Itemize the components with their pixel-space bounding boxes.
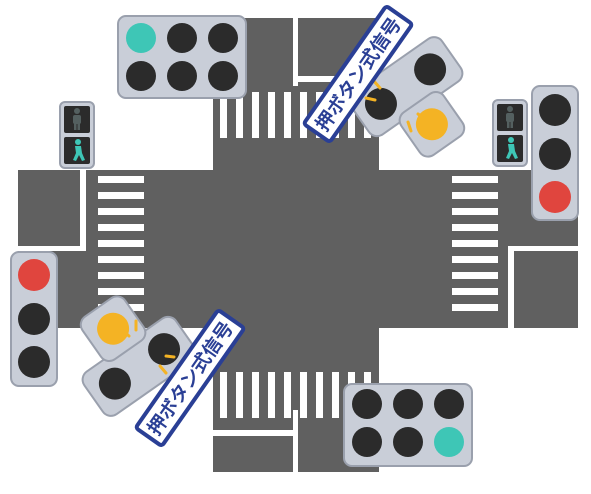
standing-person-icon	[73, 108, 81, 130]
red-lamp	[539, 181, 571, 213]
crosswalk-west	[98, 176, 144, 311]
center-line-west	[18, 246, 86, 251]
sign-board	[134, 309, 246, 447]
lamp-off	[393, 389, 423, 419]
pedestrian-signal-west	[59, 101, 95, 169]
traffic-signal-south	[343, 383, 473, 467]
stop-line-east	[508, 246, 514, 328]
green-lamp	[126, 23, 156, 53]
lamp-off	[98, 367, 131, 400]
lamp-off	[208, 23, 238, 53]
lamp-off	[539, 94, 571, 126]
pedestrian-signal-east	[492, 99, 528, 167]
lamp-off	[539, 138, 571, 170]
red-lamp	[18, 259, 50, 291]
lamp-off	[364, 87, 397, 120]
lamp-off	[167, 61, 197, 91]
lamp-off	[352, 427, 382, 457]
lamp-off	[352, 389, 382, 419]
center-line-south	[293, 410, 298, 472]
traffic-signal-southwest-flashing	[79, 295, 198, 417]
yellow-lamp	[97, 312, 130, 345]
sign-board	[302, 5, 414, 143]
walking-person-icon	[506, 137, 518, 159]
traffic-signal-east	[531, 85, 579, 221]
traffic-signal-west	[10, 251, 58, 387]
lamp-off	[393, 427, 423, 457]
stop-line-south	[213, 430, 295, 436]
walking-person-icon	[73, 139, 85, 161]
standing-person-icon	[506, 106, 514, 128]
traffic-signal-northeast-flashing	[347, 36, 466, 158]
flash-rays-southwest	[120, 319, 176, 375]
green-lamp	[434, 427, 464, 457]
lamp-off	[414, 53, 447, 86]
lamp-off	[18, 303, 50, 335]
lamp-off	[167, 23, 197, 53]
center-line-north	[293, 18, 298, 86]
center-line-east	[508, 246, 578, 251]
lamp-off	[126, 61, 156, 91]
crosswalk-east	[452, 176, 498, 311]
lamp-off	[18, 346, 50, 378]
stop-line-west	[80, 170, 86, 246]
yellow-lamp	[415, 108, 448, 141]
lamp-off	[434, 389, 464, 419]
lamp-off	[208, 61, 238, 91]
traffic-signal-north	[117, 15, 247, 99]
